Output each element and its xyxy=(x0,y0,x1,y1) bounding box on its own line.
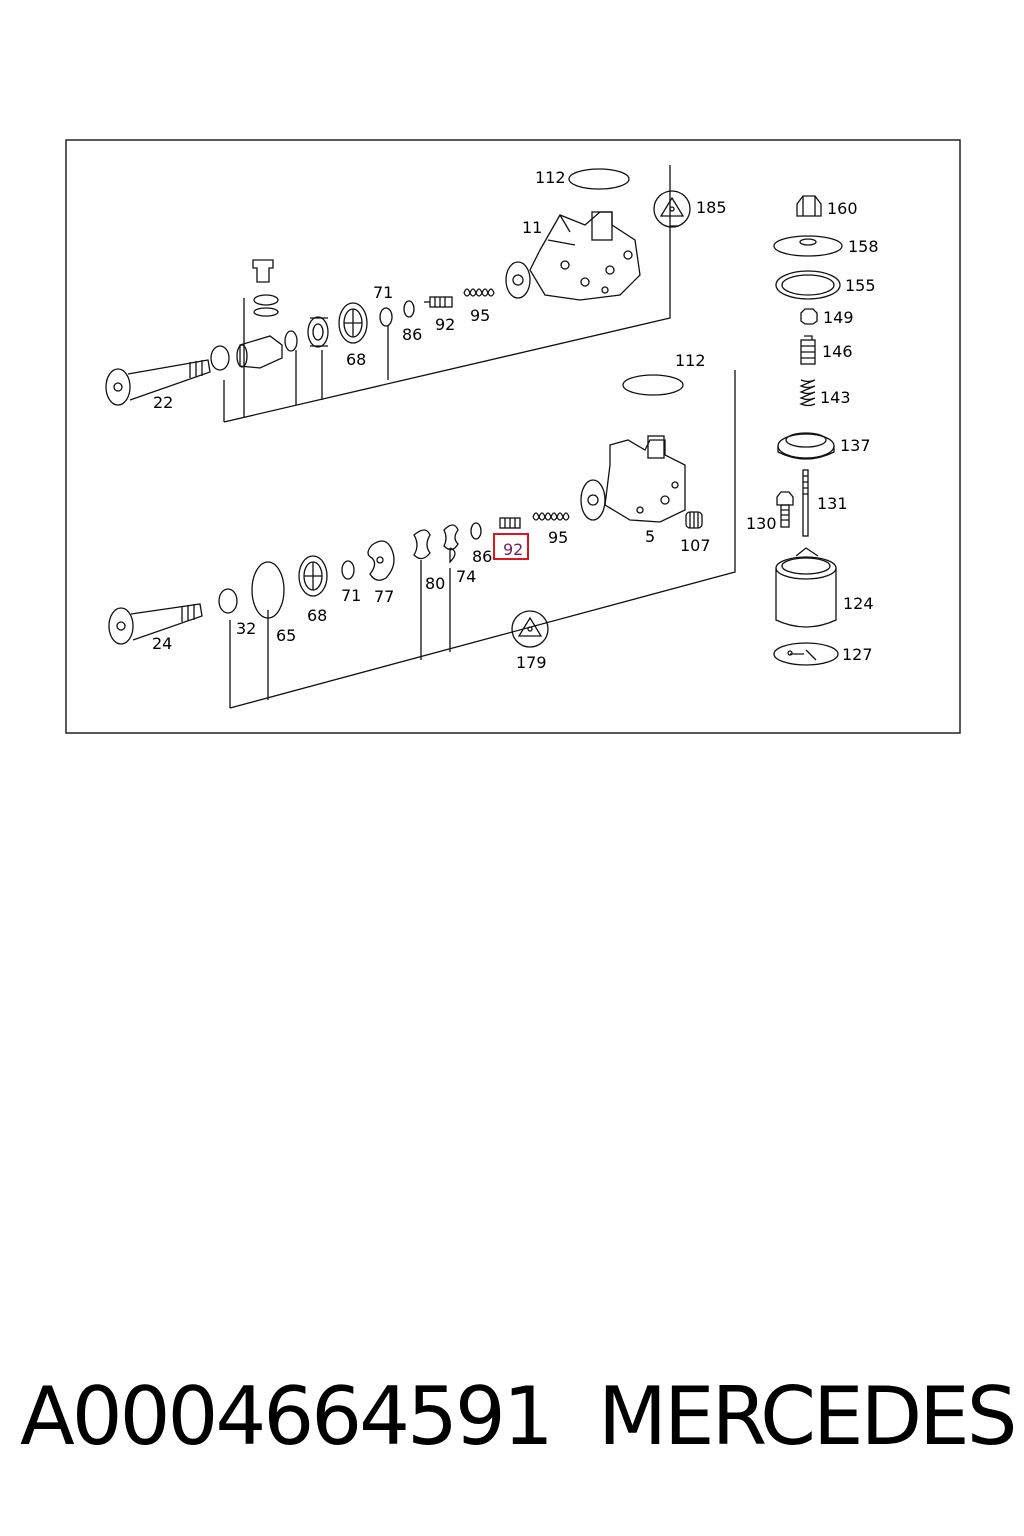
part-179-plate xyxy=(511,610,549,648)
callout-71-lower: 71 xyxy=(341,586,361,605)
part-146-filter xyxy=(800,335,816,365)
part-11-pump-body xyxy=(505,211,641,301)
callout-143: 143 xyxy=(820,388,851,407)
diagram-frame xyxy=(65,139,961,734)
callout-22: 22 xyxy=(153,393,173,412)
part-112-upper-oring xyxy=(568,168,630,190)
part-22-shaft xyxy=(105,359,211,406)
part-137-base-plate xyxy=(777,432,835,460)
callout-71-upper: 71 xyxy=(373,283,393,302)
callout-86-lower: 86 xyxy=(472,547,492,566)
part-92-upper-valve xyxy=(424,296,453,308)
part-74-plate xyxy=(443,524,459,564)
part-95-lower-spring xyxy=(532,512,570,521)
callout-65: 65 xyxy=(276,626,296,645)
callout-5: 5 xyxy=(645,527,655,546)
part-107-plug xyxy=(685,511,703,529)
callout-137: 137 xyxy=(840,436,871,455)
part-92-lower-valve xyxy=(499,517,521,529)
callout-160: 160 xyxy=(827,199,858,218)
brand-name: MERCEDES xyxy=(598,1370,1018,1463)
part-washer-upper xyxy=(210,345,230,371)
callout-86-upper: 86 xyxy=(402,325,422,344)
leader-lines-upper xyxy=(223,165,678,423)
leader-lines-lower xyxy=(229,370,736,709)
part-80-plate xyxy=(413,529,431,560)
part-32-bearing xyxy=(218,588,238,614)
part-130-bolt xyxy=(776,491,794,528)
callout-24: 24 xyxy=(152,634,172,653)
callout-11: 11 xyxy=(522,218,542,237)
part-plug-upper xyxy=(252,259,279,317)
part-housing-sleeve-upper xyxy=(236,335,283,369)
callout-68-upper: 68 xyxy=(346,350,366,369)
callout-107: 107 xyxy=(680,536,711,555)
callout-149: 149 xyxy=(823,308,854,327)
part-65-oring xyxy=(251,561,285,619)
callout-95-upper: 95 xyxy=(470,306,490,325)
part-oring-upper-small xyxy=(284,330,298,352)
callout-112-upper: 112 xyxy=(535,168,566,187)
callout-92-highlight xyxy=(493,533,529,560)
callout-80: 80 xyxy=(425,574,445,593)
callout-77: 77 xyxy=(374,587,394,606)
part-158-cover xyxy=(773,235,843,257)
callout-146: 146 xyxy=(822,342,853,361)
callout-112-lower: 112 xyxy=(675,351,706,370)
callout-131: 131 xyxy=(817,494,848,513)
callout-92-lower: 92 xyxy=(503,540,523,559)
part-number: A0004664591 xyxy=(20,1370,554,1463)
callout-130: 130 xyxy=(746,514,777,533)
part-149-nut xyxy=(800,308,818,325)
part-5-pump-body xyxy=(580,435,686,523)
exploded-parts-diagram: 112 185 11 71 86 92 95 68 22 112 5 107 9… xyxy=(65,139,961,734)
part-95-upper-spring xyxy=(463,288,495,297)
callout-158: 158 xyxy=(848,237,879,256)
part-86-lower-ring xyxy=(470,522,482,540)
callout-179: 179 xyxy=(516,653,547,672)
callout-155: 155 xyxy=(845,276,876,295)
callout-32: 32 xyxy=(236,619,256,638)
callout-127: 127 xyxy=(842,645,873,664)
part-127-gasket xyxy=(773,642,839,666)
part-bearing-upper xyxy=(307,316,329,348)
part-143-spring xyxy=(799,379,816,407)
callout-185: 185 xyxy=(696,198,727,217)
footer-caption: A0004664591 MERCEDES xyxy=(0,1370,1024,1470)
callout-95-lower: 95 xyxy=(548,528,568,547)
part-124-filter-bowl xyxy=(775,547,837,628)
part-68-lower-rotor xyxy=(298,555,328,597)
part-160-cap-nut xyxy=(796,195,822,217)
callout-68-lower: 68 xyxy=(307,606,327,625)
part-24-shaft xyxy=(108,603,203,645)
callout-74: 74 xyxy=(456,567,476,586)
part-71-lower-ring xyxy=(341,560,355,580)
part-131-stud xyxy=(802,469,809,537)
callout-124: 124 xyxy=(843,594,874,613)
part-112-lower-oring xyxy=(622,374,684,396)
callout-92-upper: 92 xyxy=(435,315,455,334)
part-185-plate xyxy=(653,190,691,228)
part-68-upper-rotor xyxy=(338,302,368,344)
part-71-upper-ring xyxy=(379,307,393,327)
part-155-gasket xyxy=(775,270,841,300)
part-77-cam-ring xyxy=(367,540,395,581)
part-86-upper-ring xyxy=(403,300,415,318)
